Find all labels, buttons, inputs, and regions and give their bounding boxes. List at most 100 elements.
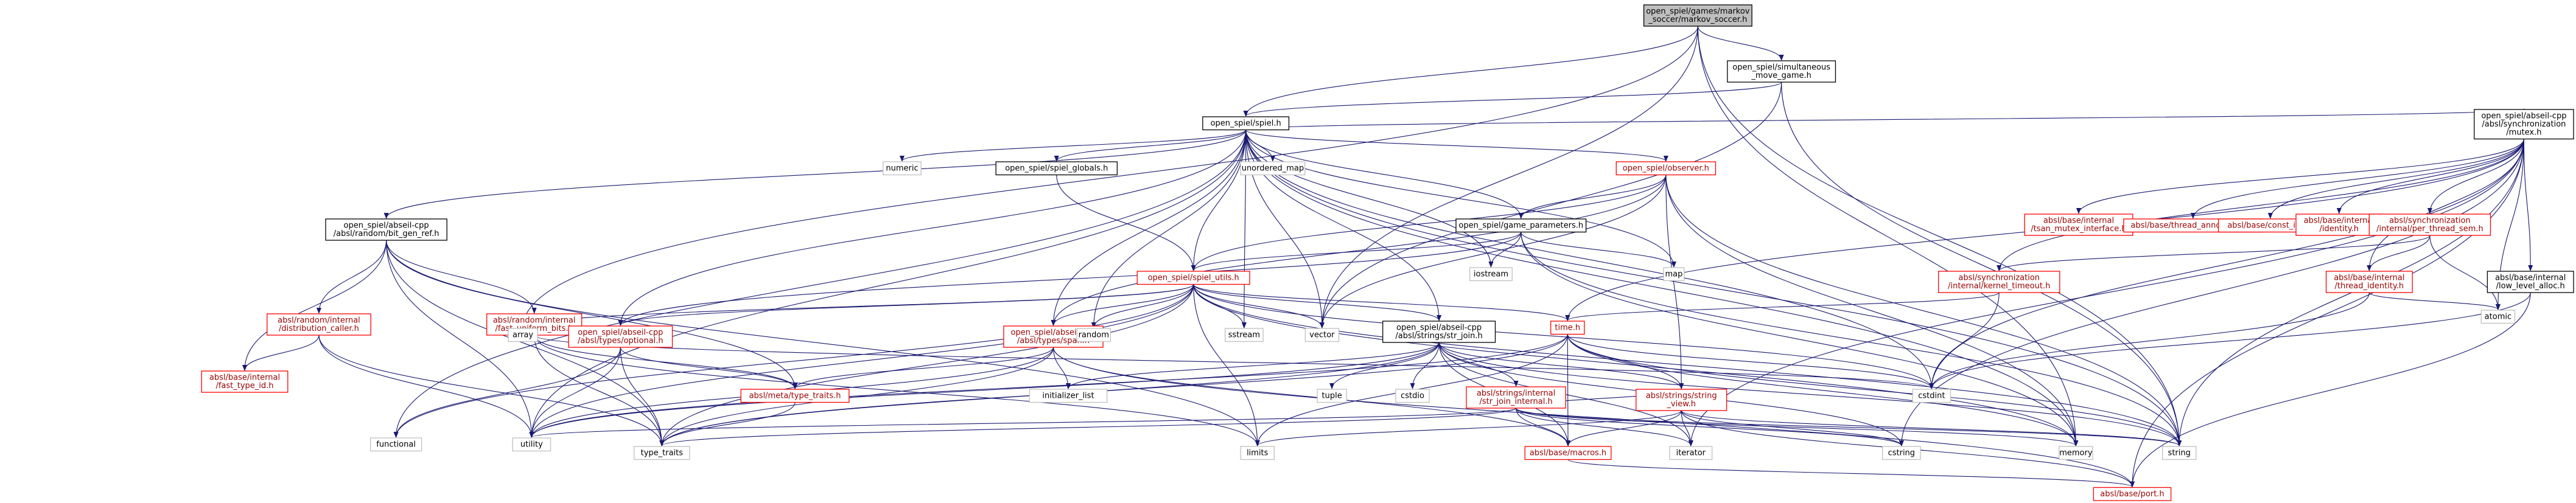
node-distcaller[interactable]: absl/random/internal/distribution_caller… bbox=[267, 313, 371, 336]
edge-mutex-to-lowlevelalloc bbox=[2523, 139, 2533, 271]
edge-distcaller-to-utility bbox=[318, 335, 534, 438]
node-typetraitsabsl[interactable]: absl/meta/type_traits.h bbox=[740, 389, 850, 403]
node-label-array: array bbox=[513, 331, 533, 340]
edge-root-to-array bbox=[520, 26, 1698, 328]
edge-fastuniform-to-cstdint bbox=[534, 335, 1934, 389]
node-utility: utility bbox=[512, 437, 551, 452]
edge-spiel-to-span bbox=[1051, 130, 1247, 326]
node-optional[interactable]: open_spiel/abseil-cpp/absl/types/optiona… bbox=[568, 325, 673, 348]
node-port[interactable]: absl/base/port.h bbox=[2093, 487, 2172, 501]
node-box-threadidentity bbox=[2325, 271, 2413, 293]
edge-time-to-cstdint bbox=[1567, 334, 1934, 389]
node-label-kerneltimeout: absl/synchronization bbox=[1958, 274, 2040, 283]
node-atomic: atomic bbox=[2480, 310, 2516, 324]
edge-mutex-to-cstring bbox=[1899, 139, 2524, 446]
node-label-macros: absl/base/macros.h bbox=[1530, 449, 1606, 458]
edge-spiel-to-cstdint bbox=[1245, 130, 1934, 389]
edge-strjoin-to-string bbox=[1438, 342, 2182, 446]
edge-spiel-to-map bbox=[1245, 130, 1676, 268]
edge-kerneltimeout-to-time bbox=[1565, 292, 2000, 321]
node-box-mutex bbox=[2474, 109, 2574, 140]
edge-gameparams-to-memory bbox=[1521, 232, 2079, 446]
edge-threadidentity-to-atomic bbox=[2368, 292, 2501, 310]
edge-mutex-to-persem bbox=[2427, 139, 2524, 214]
node-simmove[interactable]: open_spiel/simultaneous_move_game.h bbox=[1727, 60, 1836, 83]
edge-bitgenref-to-typetraitsabsl bbox=[386, 240, 797, 389]
node-box-stringview bbox=[1636, 389, 1727, 411]
edge-spiel-to-string bbox=[1245, 130, 2182, 446]
edge-macros-to-port bbox=[1567, 459, 2135, 488]
node-span[interactable]: open_spiel/abseil-cpp/absl/types/span.h bbox=[1003, 325, 1104, 348]
node-mutex[interactable]: open_spiel/abseil-cpp/absl/synchronizati… bbox=[2474, 109, 2574, 140]
node-stringview[interactable]: absl/strings/string_view.h bbox=[1636, 389, 1727, 411]
edge-globals-to-utils bbox=[1056, 175, 1196, 271]
node-label-tsan: absl/base/internal bbox=[2043, 217, 2114, 226]
node-lowlevelalloc[interactable]: absl/base/internal/low_level_alloc.h bbox=[2487, 271, 2574, 293]
node-bitgenref[interactable]: open_spiel/abseil-cpp/absl/random/bit_ge… bbox=[325, 218, 447, 241]
node-box-port bbox=[2093, 487, 2172, 501]
node-observer[interactable]: open_spiel/observer.h bbox=[1615, 161, 1717, 176]
graph-edges bbox=[242, 26, 2533, 488]
node-utils[interactable]: open_spiel/spiel_utils.h bbox=[1136, 271, 1250, 285]
edge-fastuniform-to-typetraitsabsl bbox=[534, 335, 797, 389]
edge-stringview-to-macros bbox=[1566, 410, 1682, 446]
node-identity[interactable]: absl/base/internal/identity.h bbox=[2295, 213, 2383, 236]
node-label-strjoininternal: absl/strings/internal bbox=[1477, 389, 1555, 398]
node-string: string bbox=[2161, 446, 2197, 460]
node-globals[interactable]: open_spiel/spiel_globals.h bbox=[995, 161, 1118, 176]
edge-distcaller-to-type_traits bbox=[318, 335, 665, 446]
node-label-memory: memory bbox=[2059, 449, 2093, 458]
edge-bitgenref-to-limits bbox=[386, 240, 1260, 446]
edge-persem-to-atomic bbox=[2429, 235, 2501, 310]
edge-strjoininternal-to-macros bbox=[1516, 408, 1571, 446]
node-label-iterator: iterator bbox=[1676, 449, 1706, 458]
node-box-typetraitsabsl bbox=[740, 389, 850, 403]
node-memory: memory bbox=[2059, 446, 2093, 460]
node-label-numeric: numeric bbox=[886, 164, 918, 173]
edge-strjoininternal-to-utility bbox=[529, 408, 1517, 438]
node-box-tuple bbox=[1317, 389, 1347, 403]
node-label-cstring: cstring bbox=[1888, 449, 1915, 458]
node-functional: functional bbox=[369, 437, 422, 452]
node-label-root: open_spiel/games/markov bbox=[1646, 7, 1750, 16]
edge-utils-to-limits bbox=[1193, 284, 1260, 446]
node-time[interactable]: time.h bbox=[1550, 321, 1585, 335]
edge-time-to-macros bbox=[1566, 334, 1571, 446]
node-strjoin[interactable]: open_spiel/abseil-cpp/absl/strings/str_j… bbox=[1382, 321, 1496, 343]
edge-utils-to-functional bbox=[393, 284, 1194, 438]
node-label-identity: /identity.h bbox=[2320, 224, 2359, 234]
node-box-fasttypeid bbox=[201, 370, 289, 393]
node-label-simmove: _move_game.h bbox=[1751, 71, 1811, 80]
node-fasttypeid[interactable]: absl/base/internal/fast_type_id.h bbox=[201, 370, 289, 393]
node-kerneltimeout[interactable]: absl/synchronization/internal/kernel_tim… bbox=[1937, 271, 2060, 293]
edge-lowlevelalloc-to-cstdint bbox=[1929, 292, 2531, 389]
node-strjoininternal[interactable]: absl/strings/internal/str_join_internal.… bbox=[1466, 386, 1566, 409]
node-tsan[interactable]: absl/base/internal/tsan_mutex_interface.… bbox=[2024, 213, 2133, 236]
node-gameparams[interactable]: open_spiel/game_parameters.h bbox=[1455, 218, 1587, 233]
node-label-stringview: _view.h bbox=[1666, 400, 1696, 409]
node-box-globals bbox=[995, 161, 1118, 176]
node-label-spiel: open_spiel/spiel.h bbox=[1211, 119, 1281, 128]
node-label-persem: absl/synchronization bbox=[2389, 217, 2471, 226]
node-label-vector: vector bbox=[1309, 331, 1335, 340]
node-box-strjoin bbox=[1382, 321, 1496, 343]
node-label-bitgenref: /absl/random/bit_gen_ref.h bbox=[334, 229, 439, 238]
node-iostream: iostream bbox=[1469, 267, 1513, 282]
edge-optional-to-utility bbox=[529, 347, 621, 438]
edge-mutex-to-tsan bbox=[2076, 139, 2524, 214]
edge-root-to-spiel bbox=[1243, 26, 1698, 117]
node-macros[interactable]: absl/base/macros.h bbox=[1524, 446, 1612, 460]
node-spiel[interactable]: open_spiel/spiel.h bbox=[1202, 116, 1290, 131]
node-box-numeric bbox=[883, 161, 922, 176]
node-label-strjoininternal: /str_join_internal.h bbox=[1479, 397, 1552, 406]
edge-gameparams-to-utils bbox=[1191, 232, 1522, 271]
edge-optional-to-typetraitsabsl bbox=[620, 347, 797, 389]
edge-persem-to-kerneltimeout bbox=[1997, 235, 2431, 271]
node-map: map bbox=[1663, 267, 1685, 282]
edge-simmove-to-string bbox=[1781, 82, 2182, 446]
node-box-simmove bbox=[1727, 60, 1836, 83]
node-persem[interactable]: absl/synchronization/internal/per_thread… bbox=[2368, 213, 2491, 236]
node-threadidentity[interactable]: absl/base/internal/thread_identity.h bbox=[2325, 271, 2413, 293]
node-label-distcaller: /distribution_caller.h bbox=[279, 324, 359, 333]
